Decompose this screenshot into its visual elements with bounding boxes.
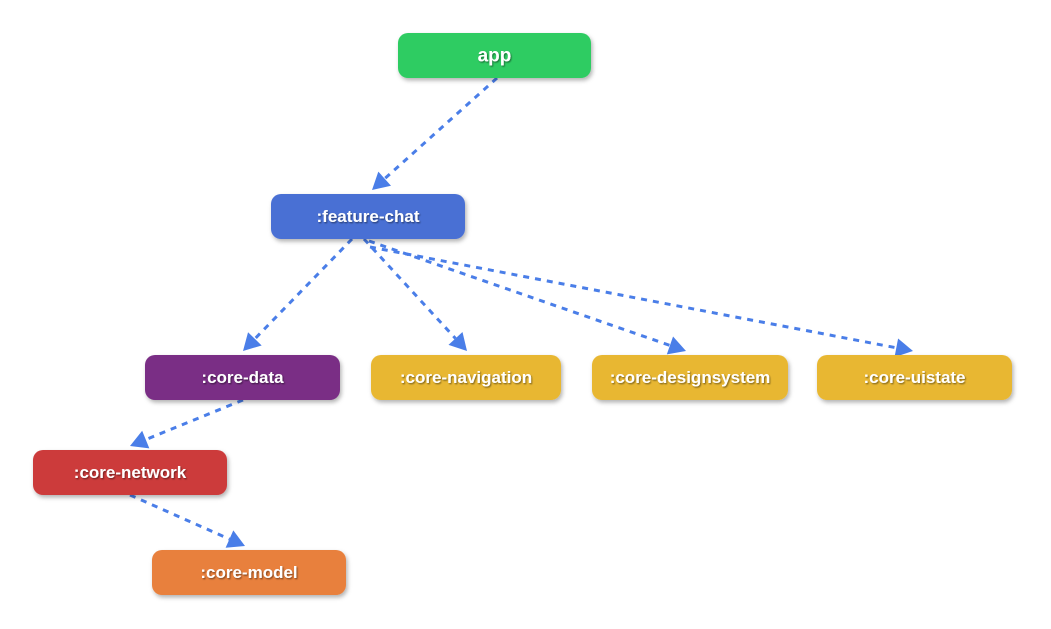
edge-core-data-core-network	[130, 398, 244, 449]
edge-line	[145, 398, 244, 441]
edge-core-network-core-model	[129, 493, 245, 548]
node-label: :core-uistate	[863, 368, 965, 387]
node-label: app	[478, 46, 512, 67]
arrowhead-icon	[894, 338, 913, 358]
edge-line	[369, 245, 897, 350]
arrowhead-icon	[130, 430, 150, 449]
node-label: :core-designsystem	[610, 368, 771, 387]
edge-line	[129, 493, 231, 541]
node-label: :core-network	[74, 463, 187, 482]
graph-node-feature-chat[interactable]: :feature-chat	[271, 194, 465, 239]
edge-app-feature-chat	[372, 76, 499, 190]
node-label: :feature-chat	[317, 207, 420, 226]
edge-feature-chat-core-designsystem	[368, 239, 686, 355]
edge-feature-chat-core-uistate	[369, 245, 913, 358]
arrowhead-icon	[666, 336, 686, 355]
arrowhead-icon	[243, 332, 262, 351]
nodes-layer: app :feature-chat :core-data :core-navigati…	[33, 33, 1012, 595]
arrowhead-icon	[225, 530, 245, 548]
node-box[interactable]	[33, 450, 227, 495]
edge-feature-chat-core-data	[243, 237, 354, 351]
graph-node-core-network[interactable]: :core-network	[33, 450, 227, 495]
node-box[interactable]	[145, 355, 340, 400]
edge-feature-chat-core-navigation	[362, 237, 467, 351]
graph-node-core-uistate[interactable]: :core-uistate	[817, 355, 1012, 400]
node-label: :core-model	[200, 563, 297, 582]
edge-line	[383, 76, 499, 180]
graph-node-core-data[interactable]: :core-data	[145, 355, 340, 400]
graph-node-core-navigation[interactable]: :core-navigation	[371, 355, 561, 400]
graph-node-app[interactable]: app	[398, 33, 591, 78]
edge-line	[368, 239, 671, 347]
arrowhead-icon	[448, 332, 467, 351]
node-box[interactable]	[817, 355, 1012, 400]
edges-layer	[129, 76, 913, 548]
node-label: :core-data	[201, 368, 284, 387]
edge-line	[253, 237, 354, 340]
node-box[interactable]	[152, 550, 346, 595]
graph-node-core-designsystem[interactable]: :core-designsystem	[592, 355, 788, 400]
edge-line	[362, 237, 457, 340]
graph-node-core-model[interactable]: :core-model	[152, 550, 346, 595]
node-box[interactable]	[398, 33, 591, 78]
node-box[interactable]	[592, 355, 788, 400]
arrowhead-icon	[372, 171, 392, 190]
node-box[interactable]	[271, 194, 465, 239]
node-box[interactable]	[371, 355, 561, 400]
node-label: :core-navigation	[400, 368, 532, 387]
